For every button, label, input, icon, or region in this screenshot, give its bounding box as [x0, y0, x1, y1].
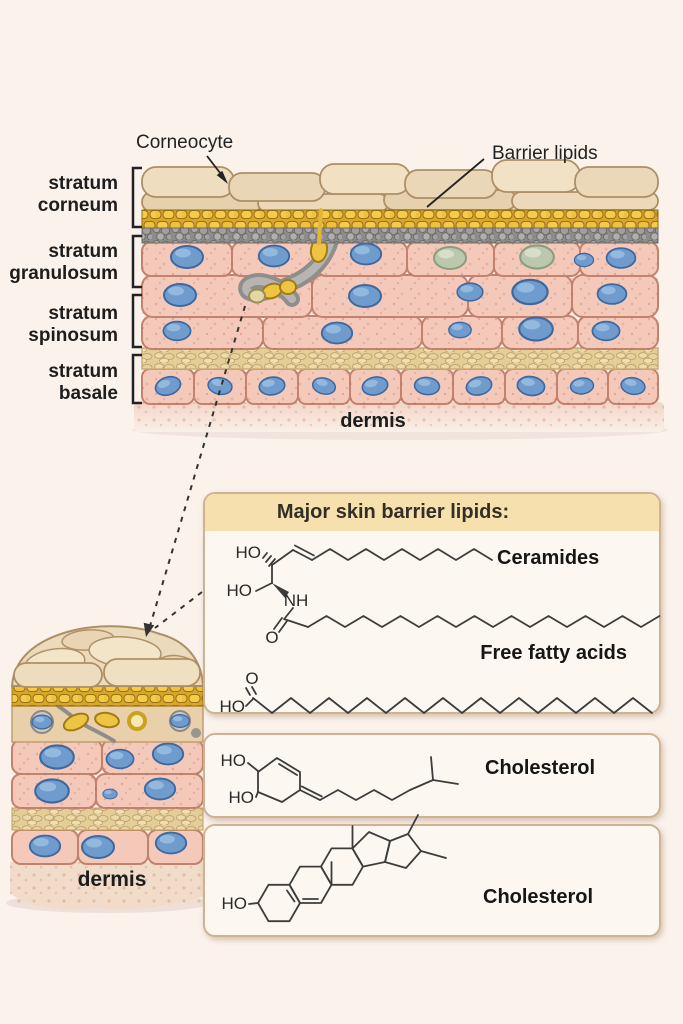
epidermis-cross-section: [132, 159, 668, 440]
lipid-panel-main: Major skin barrier lipids:: [203, 492, 661, 714]
cholesterol-label-1: Cholesterol: [485, 757, 596, 779]
stratum-corneum-cells: [141, 159, 659, 213]
lipid-panel-header: Major skin barrier lipids:: [205, 494, 659, 531]
lipid-panel-title: Major skin barrier lipids:: [276, 501, 510, 523]
ceramides-label: Ceramides: [497, 547, 600, 569]
corneocyte-label: Corneocyte: [136, 132, 234, 153]
free-fatty-acids-label: Free fatty acids: [480, 642, 627, 664]
stratum-corneum-label: stratum corneum: [37, 173, 118, 216]
stratum-granulosum-label: stratum granulosum: [9, 241, 118, 284]
stratum-spinosum-label: stratum spinosum: [28, 303, 118, 346]
annotation-arrows: [206, 155, 485, 208]
cholesterol-label-2: Cholesterol: [483, 886, 594, 908]
lipid-panel-cholesterol-2: [203, 824, 661, 937]
stratum-basale-label: stratum basale: [48, 361, 118, 404]
dermis-label-inset: dermis: [77, 868, 147, 891]
dermis-label-main: dermis: [340, 410, 406, 432]
strata-brackets: [131, 166, 142, 405]
lamellar-channel: [238, 198, 343, 307]
barrier-lipids-label: Barrier lipids: [492, 143, 598, 164]
